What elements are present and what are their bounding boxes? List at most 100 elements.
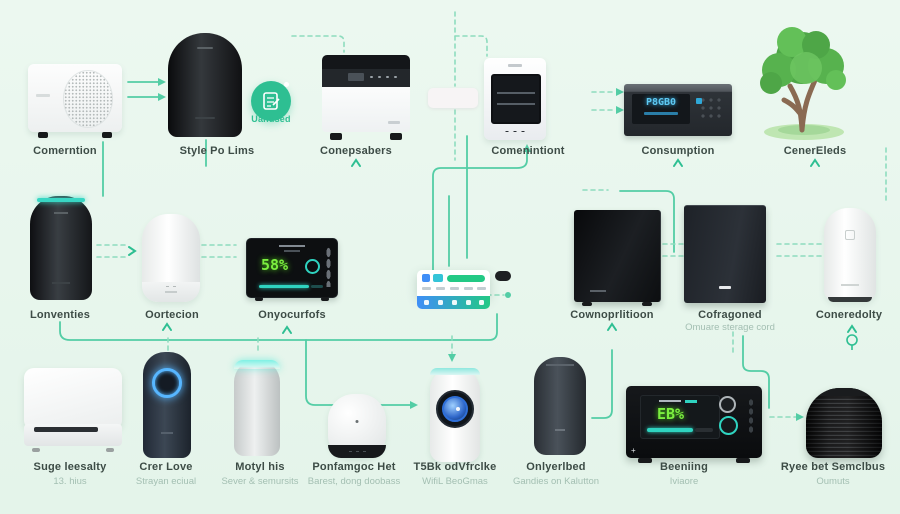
app-toolbar-gradient [417,296,490,309]
teal-tile-icon [433,274,443,282]
node-label: Onlyerlbed [526,461,586,473]
stat-text-bar [422,287,431,290]
progress-bar [259,285,309,288]
node-label: Cofragoned [698,309,762,321]
app-dashboard-card [417,270,490,296]
progress-track [311,285,323,288]
stat-text-bar [450,287,459,290]
arrowheads [158,78,804,421]
smart-tower-device [168,33,242,137]
header-text-bar [284,250,300,252]
node-label: Oortecion [145,309,199,321]
teal-rim [430,368,480,375]
node-label: T5Bk odVfrclke [413,461,497,473]
camera-lens-icon [436,390,474,428]
speaker-base [328,445,386,458]
document-badge-icon [263,92,280,110]
trim-band [195,117,215,119]
stat-text-bar [436,287,445,290]
logo-square [845,230,855,240]
trim-line [841,284,859,286]
stat-text-bar [477,287,486,290]
faint-pill [428,88,478,108]
node-label: Conepsabers [320,145,392,157]
glow-cylinder-device [234,360,280,456]
foot [38,132,48,138]
toolbar-icon [452,300,457,305]
lens-highlight [456,407,460,411]
button [386,76,389,78]
node-label: Lonventies [29,309,91,321]
ribbed-speaker-device [806,388,882,458]
appliance-body [322,87,410,132]
shelf-line [497,103,535,105]
led-readout: EB% [657,405,685,423]
node-sublabel: Omuare sterage cord [685,322,775,333]
node-sublabel: WifiL BeoGmas [422,476,488,487]
lcd-display: P8GB0 [632,94,690,124]
node-label: Style Po Lims [179,145,255,157]
node-label: Ryee bet Semclbus [780,461,886,473]
foot [321,297,329,301]
power-meter-device: P8GB0 [624,84,732,136]
foot [330,133,342,140]
node-label: Beeniing [659,461,709,473]
badge-circle [251,81,291,121]
up-arrows [128,158,857,334]
node-sublabel: Oumuts [816,476,850,487]
progress-bar [647,428,693,432]
gauge-icon [305,259,320,274]
node-label: Suge leesalty [33,461,107,473]
node-label: Cownoprlitioon [570,309,654,321]
mic-pinhole [355,420,359,423]
node-label: Motyl his [235,461,285,473]
button [370,76,373,78]
glass-window [491,74,541,124]
toolbar-icon [424,300,429,305]
foot [736,458,750,463]
notification-dot [284,82,289,87]
smart-hub-device [824,208,876,302]
green-tree-icon [760,27,846,140]
cube-appliance-device [484,58,546,140]
small-glyphs [505,292,858,350]
node-sublabel: Barest, dong doobass [307,476,401,487]
foot [32,448,40,452]
led-screen: EB% [640,395,720,439]
node-label: Crer Love [139,461,193,473]
base-dots [347,450,367,453]
node-sublabel: Strayan eciual [135,476,197,487]
brand-mark [508,64,522,67]
round-speaker-device [328,394,386,458]
node-label: Ponfamgoc Het [312,461,396,473]
shelf-line [497,92,535,94]
solid-connectors [59,81,770,419]
node-sublabel: Gandies on Kalutton [512,476,600,487]
scanner-lid [24,368,122,430]
vent-slot [165,291,177,293]
appliance-top [322,55,410,69]
scanner-device [24,368,122,458]
node-sublabel: Iviaore [669,476,699,487]
brand-mark [161,432,173,434]
blue-tile-icon [422,274,430,282]
cap-line [546,364,574,366]
mini-display [348,73,364,81]
base-band [828,297,872,302]
brand-mark [719,286,731,289]
fan-grille [63,70,113,128]
paper-slot [34,427,98,432]
camera-cylinder-device [430,368,480,462]
stat-text-bar [464,287,473,290]
node-label: Coneredolty [815,309,883,321]
foot [106,448,114,452]
toolbar-icon [438,300,443,305]
status-light [696,98,702,104]
lcd-subline [644,112,678,115]
foot [638,458,652,463]
node-label: Comerntion [33,145,97,157]
foot [390,133,402,140]
toolbar-icon [466,300,471,305]
brand-mark [197,47,213,49]
